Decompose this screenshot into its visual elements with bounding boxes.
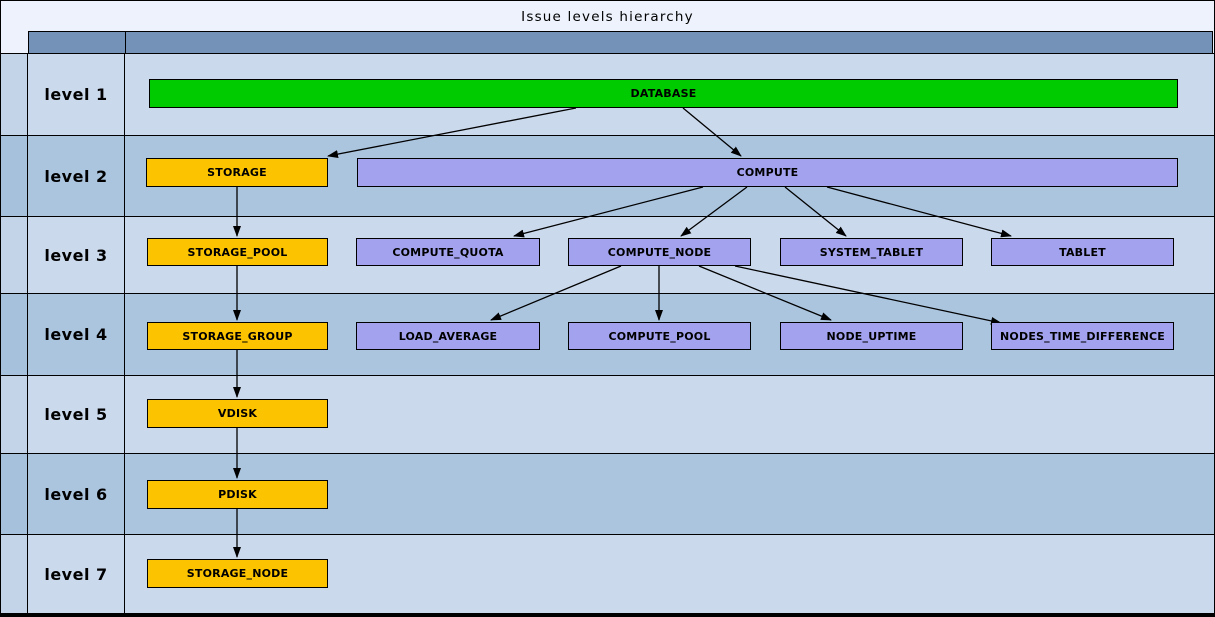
level-label: level 6 [28, 454, 125, 534]
edge-compute-to-compute_quota [513, 186, 704, 238]
level-label: level 5 [28, 376, 125, 453]
bottom-border [1, 613, 1214, 616]
edge-database-to-compute [682, 107, 742, 157]
row-edge-cell [1, 54, 28, 135]
diagram-title: Issue levels hierarchy [521, 8, 694, 25]
level-label: level 7 [28, 535, 125, 614]
row-edge-cell [1, 535, 28, 614]
row-edge-cell [1, 136, 28, 216]
edge-database-to-storage [327, 107, 577, 159]
edge-compute_node-to-nodes_time_difference [734, 265, 1002, 325]
row-edge-cell [1, 454, 28, 534]
edge-compute-to-compute_node [680, 186, 748, 237]
level-label: level 2 [28, 136, 125, 216]
level-label: level 1 [28, 54, 125, 135]
header-level-column-cell [29, 32, 126, 53]
row-edge-cell [1, 376, 28, 453]
level-label: level 4 [28, 294, 125, 375]
edge-compute-to-system_tablet [784, 186, 847, 237]
edge-compute_node-to-node_uptime [698, 265, 832, 321]
row-edge-cell [1, 294, 28, 375]
row-edge-cell [1, 217, 28, 293]
level-label: level 3 [28, 217, 125, 293]
edge-compute_node-to-load_average [490, 265, 622, 321]
edge-compute-to-tablet [826, 186, 1012, 238]
